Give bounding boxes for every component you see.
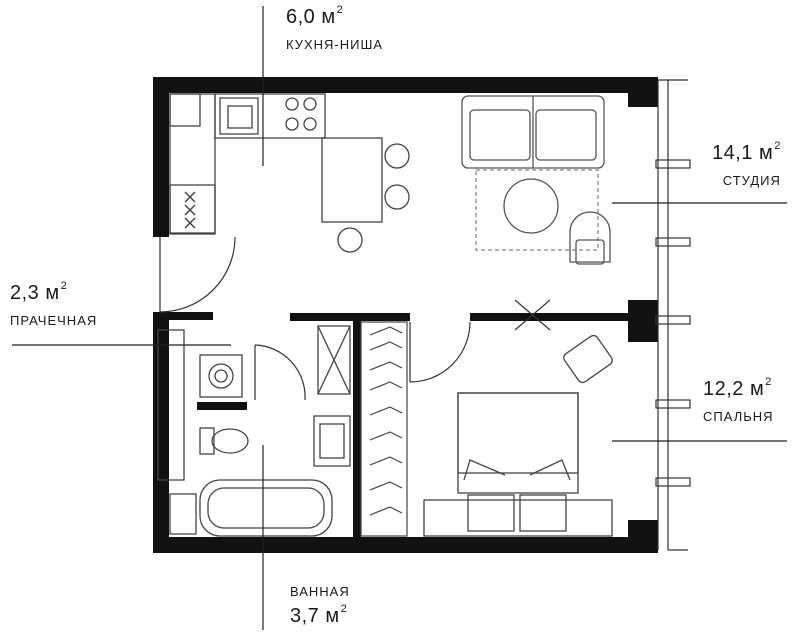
- kitchen-area: [169, 93, 410, 253]
- bath-cabinet: [169, 493, 197, 535]
- laundry-name: ПРАЧЕЧНАЯ: [10, 313, 98, 328]
- kitchen-counter: [214, 93, 326, 139]
- stove-burner: [303, 97, 317, 111]
- bedroom-name: СПАЛЬНЯ: [703, 409, 774, 424]
- bath-sink: [313, 415, 351, 467]
- stove-burner: [285, 117, 299, 131]
- wall-right-low: [628, 520, 658, 553]
- bedroom-label: 12,2 м2 СПАЛЬНЯ: [703, 376, 774, 424]
- bedroom-area-value: 12,2 м: [703, 378, 765, 400]
- kitchen-oven: [169, 184, 216, 234]
- kitchen-area-unit-sup: 2: [336, 4, 344, 16]
- washing-machine: [199, 354, 243, 398]
- bed: [457, 392, 579, 494]
- doors: [159, 236, 471, 401]
- kitchen-area-value: 6,0 м: [286, 6, 336, 28]
- studio-area-value: 14,1 м: [712, 142, 774, 164]
- living-area: [461, 95, 611, 265]
- bathroom-area-value: 3,7 м: [290, 605, 340, 627]
- bathroom-name: ВАННАЯ: [290, 584, 350, 599]
- toilet-tank: [199, 427, 215, 455]
- wardrobe: [360, 321, 408, 537]
- toilet-bowl: [211, 428, 249, 454]
- bathroom-label: ВАННАЯ 3,7 м2: [290, 584, 350, 628]
- laundry-area-value: 2,3 м: [10, 282, 60, 304]
- wall-corner: [628, 300, 658, 310]
- laundry-area-unit-sup: 2: [60, 280, 68, 292]
- oven-marks: [184, 191, 196, 229]
- walls: [153, 77, 658, 553]
- pillow: [467, 494, 515, 532]
- stove-burner: [303, 117, 317, 131]
- bedside-bench: [423, 499, 613, 537]
- dining-table: [321, 137, 383, 223]
- wall-bath-vertical: [353, 313, 361, 543]
- entry-door-swing: [159, 236, 236, 313]
- stool: [384, 184, 410, 210]
- sliding-partition: [514, 299, 551, 331]
- bedroom-door-swing: [409, 321, 471, 383]
- stool: [384, 143, 410, 169]
- kitchen-name: КУХНЯ-НИША: [286, 37, 384, 52]
- leader-lines: [12, 6, 787, 630]
- window-frames: [655, 79, 691, 551]
- rug: [475, 169, 599, 251]
- kitchen-sink: [219, 97, 259, 135]
- bathroom-area: [169, 325, 351, 537]
- wall-left-lower: [153, 312, 169, 552]
- studio-label: 14,1 м2 СТУДИЯ: [712, 140, 781, 188]
- armchair: [569, 211, 611, 263]
- bedroom-area: [423, 334, 613, 537]
- wall-left-upper: [153, 77, 169, 237]
- shower: [317, 325, 351, 395]
- laundry-shelf: [157, 329, 185, 481]
- bath-door-swing: [254, 344, 306, 401]
- bathroom-area-unit-sup: 2: [340, 603, 348, 615]
- studio-area-unit-sup: 2: [774, 140, 781, 152]
- bedroom-armchair: [563, 334, 613, 384]
- stool: [337, 227, 363, 253]
- laundry-area: [157, 329, 243, 481]
- bathtub: [199, 479, 333, 537]
- wall-partition-bed: [470, 313, 628, 321]
- wall-bottom: [153, 537, 658, 553]
- laundry-label: 2,3 м2 ПРАЧЕЧНАЯ: [10, 280, 98, 328]
- kitchen-fridge: [169, 93, 201, 127]
- stove-burner: [285, 97, 299, 111]
- wall-bath-divider: [197, 402, 247, 410]
- wall-right: [628, 77, 658, 107]
- coffee-table: [503, 178, 559, 234]
- pillow: [519, 494, 567, 532]
- wall-partition-top: [290, 313, 410, 321]
- wall-top: [153, 77, 658, 93]
- studio-name: СТУДИЯ: [722, 173, 781, 188]
- wall-inner-laundry-top: [153, 312, 213, 320]
- bedroom-area-unit-sup: 2: [765, 376, 772, 388]
- kitchen-label: 6,0 м2 КУХНЯ-НИША: [286, 4, 384, 52]
